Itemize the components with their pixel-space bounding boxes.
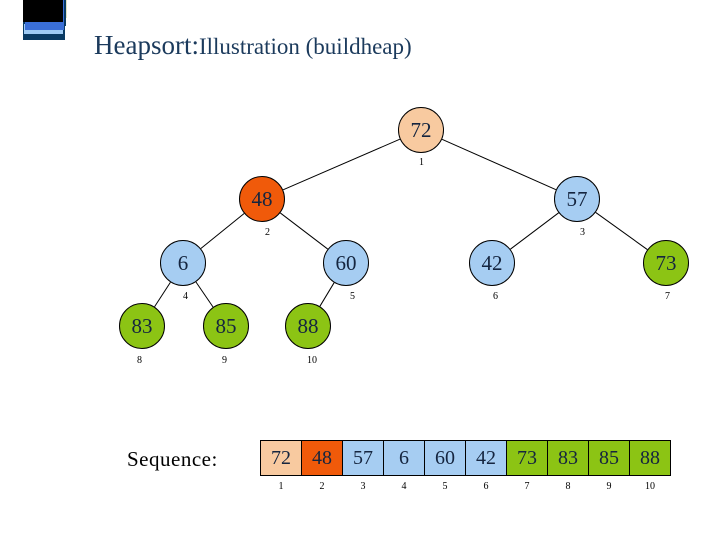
tree-node-index: 2 <box>265 227 270 238</box>
sequence-cell[interactable]: 48 <box>301 440 343 476</box>
tree-edge <box>441 138 557 191</box>
sequence-cell[interactable]: 85 <box>588 440 630 476</box>
sequence-cell[interactable]: 88 <box>629 440 671 476</box>
tree-node[interactable]: 83 <box>119 303 165 349</box>
sequence-cell-index: 6 <box>483 481 489 492</box>
tree-node-index: 7 <box>665 291 670 302</box>
sequence-cell-index: 9 <box>606 481 612 492</box>
tree-edge <box>282 138 401 191</box>
sequence-index-row: 1 2 3 4 5 6 7 8 9 10 <box>260 482 670 492</box>
tree-node[interactable]: 42 <box>469 240 515 286</box>
tree-node[interactable]: 72 <box>398 107 444 153</box>
tree-edge <box>279 212 329 250</box>
sequence-cell[interactable]: 72 <box>260 440 302 476</box>
tree-edge <box>510 212 559 250</box>
left-stripe-decoration <box>22 0 68 540</box>
stripe-segment <box>23 0 63 22</box>
sequence-cell-index: 10 <box>645 481 655 492</box>
tree-node[interactable]: 48 <box>239 176 285 222</box>
tree-node-index: 6 <box>493 291 498 302</box>
tree-node-index: 5 <box>350 291 355 302</box>
tree-node[interactable]: 85 <box>203 303 249 349</box>
sequence-cell[interactable]: 6 <box>383 440 425 476</box>
sequence-cell-index: 2 <box>319 481 325 492</box>
tree-node[interactable]: 6 <box>160 240 206 286</box>
sequence-cell[interactable]: 42 <box>465 440 507 476</box>
sequence-cell-index: 1 <box>278 481 284 492</box>
sequence-cell-index: 3 <box>360 481 366 492</box>
sequence-cell-index: 5 <box>442 481 448 492</box>
tree-node-index: 9 <box>222 355 227 366</box>
tree-node[interactable]: 60 <box>323 240 369 286</box>
page-title-subtitle: Illustration (buildheap) <box>198 34 412 59</box>
sequence-label: Sequence: <box>127 447 218 471</box>
tree-node[interactable]: 57 <box>554 176 600 222</box>
heap-tree-diagram: 72 1 48 2 57 3 6 4 60 5 42 6 73 7 83 8 85 9 88 10 <box>119 107 689 366</box>
sequence-cell[interactable]: 83 <box>547 440 589 476</box>
sequence-cell[interactable]: 60 <box>424 440 466 476</box>
sequence-cell[interactable]: 73 <box>506 440 548 476</box>
tree-node-index: 1 <box>419 157 424 168</box>
tree-node-index: 4 <box>183 291 188 302</box>
sequence-cell[interactable]: 57 <box>342 440 384 476</box>
tree-edge <box>154 282 171 307</box>
sequence-cell-index: 8 <box>565 481 571 492</box>
tree-edge <box>195 281 214 308</box>
tree-node-index: 10 <box>307 355 317 366</box>
tree-edge <box>200 213 245 249</box>
tree-node-index: 3 <box>580 227 585 238</box>
page-title-main: Heapsort: <box>94 30 199 60</box>
tree-node[interactable]: 73 <box>643 240 689 286</box>
page-title: Heapsort:Illustration (buildheap) <box>94 32 674 59</box>
tree-edge <box>595 212 648 250</box>
sequence-cell-index: 7 <box>524 481 530 492</box>
tree-node[interactable]: 88 <box>285 303 331 349</box>
tree-edge <box>319 282 335 307</box>
sequence-cell-index: 4 <box>401 481 407 492</box>
tree-edges <box>154 138 648 308</box>
tree-node-index: 8 <box>137 355 142 366</box>
